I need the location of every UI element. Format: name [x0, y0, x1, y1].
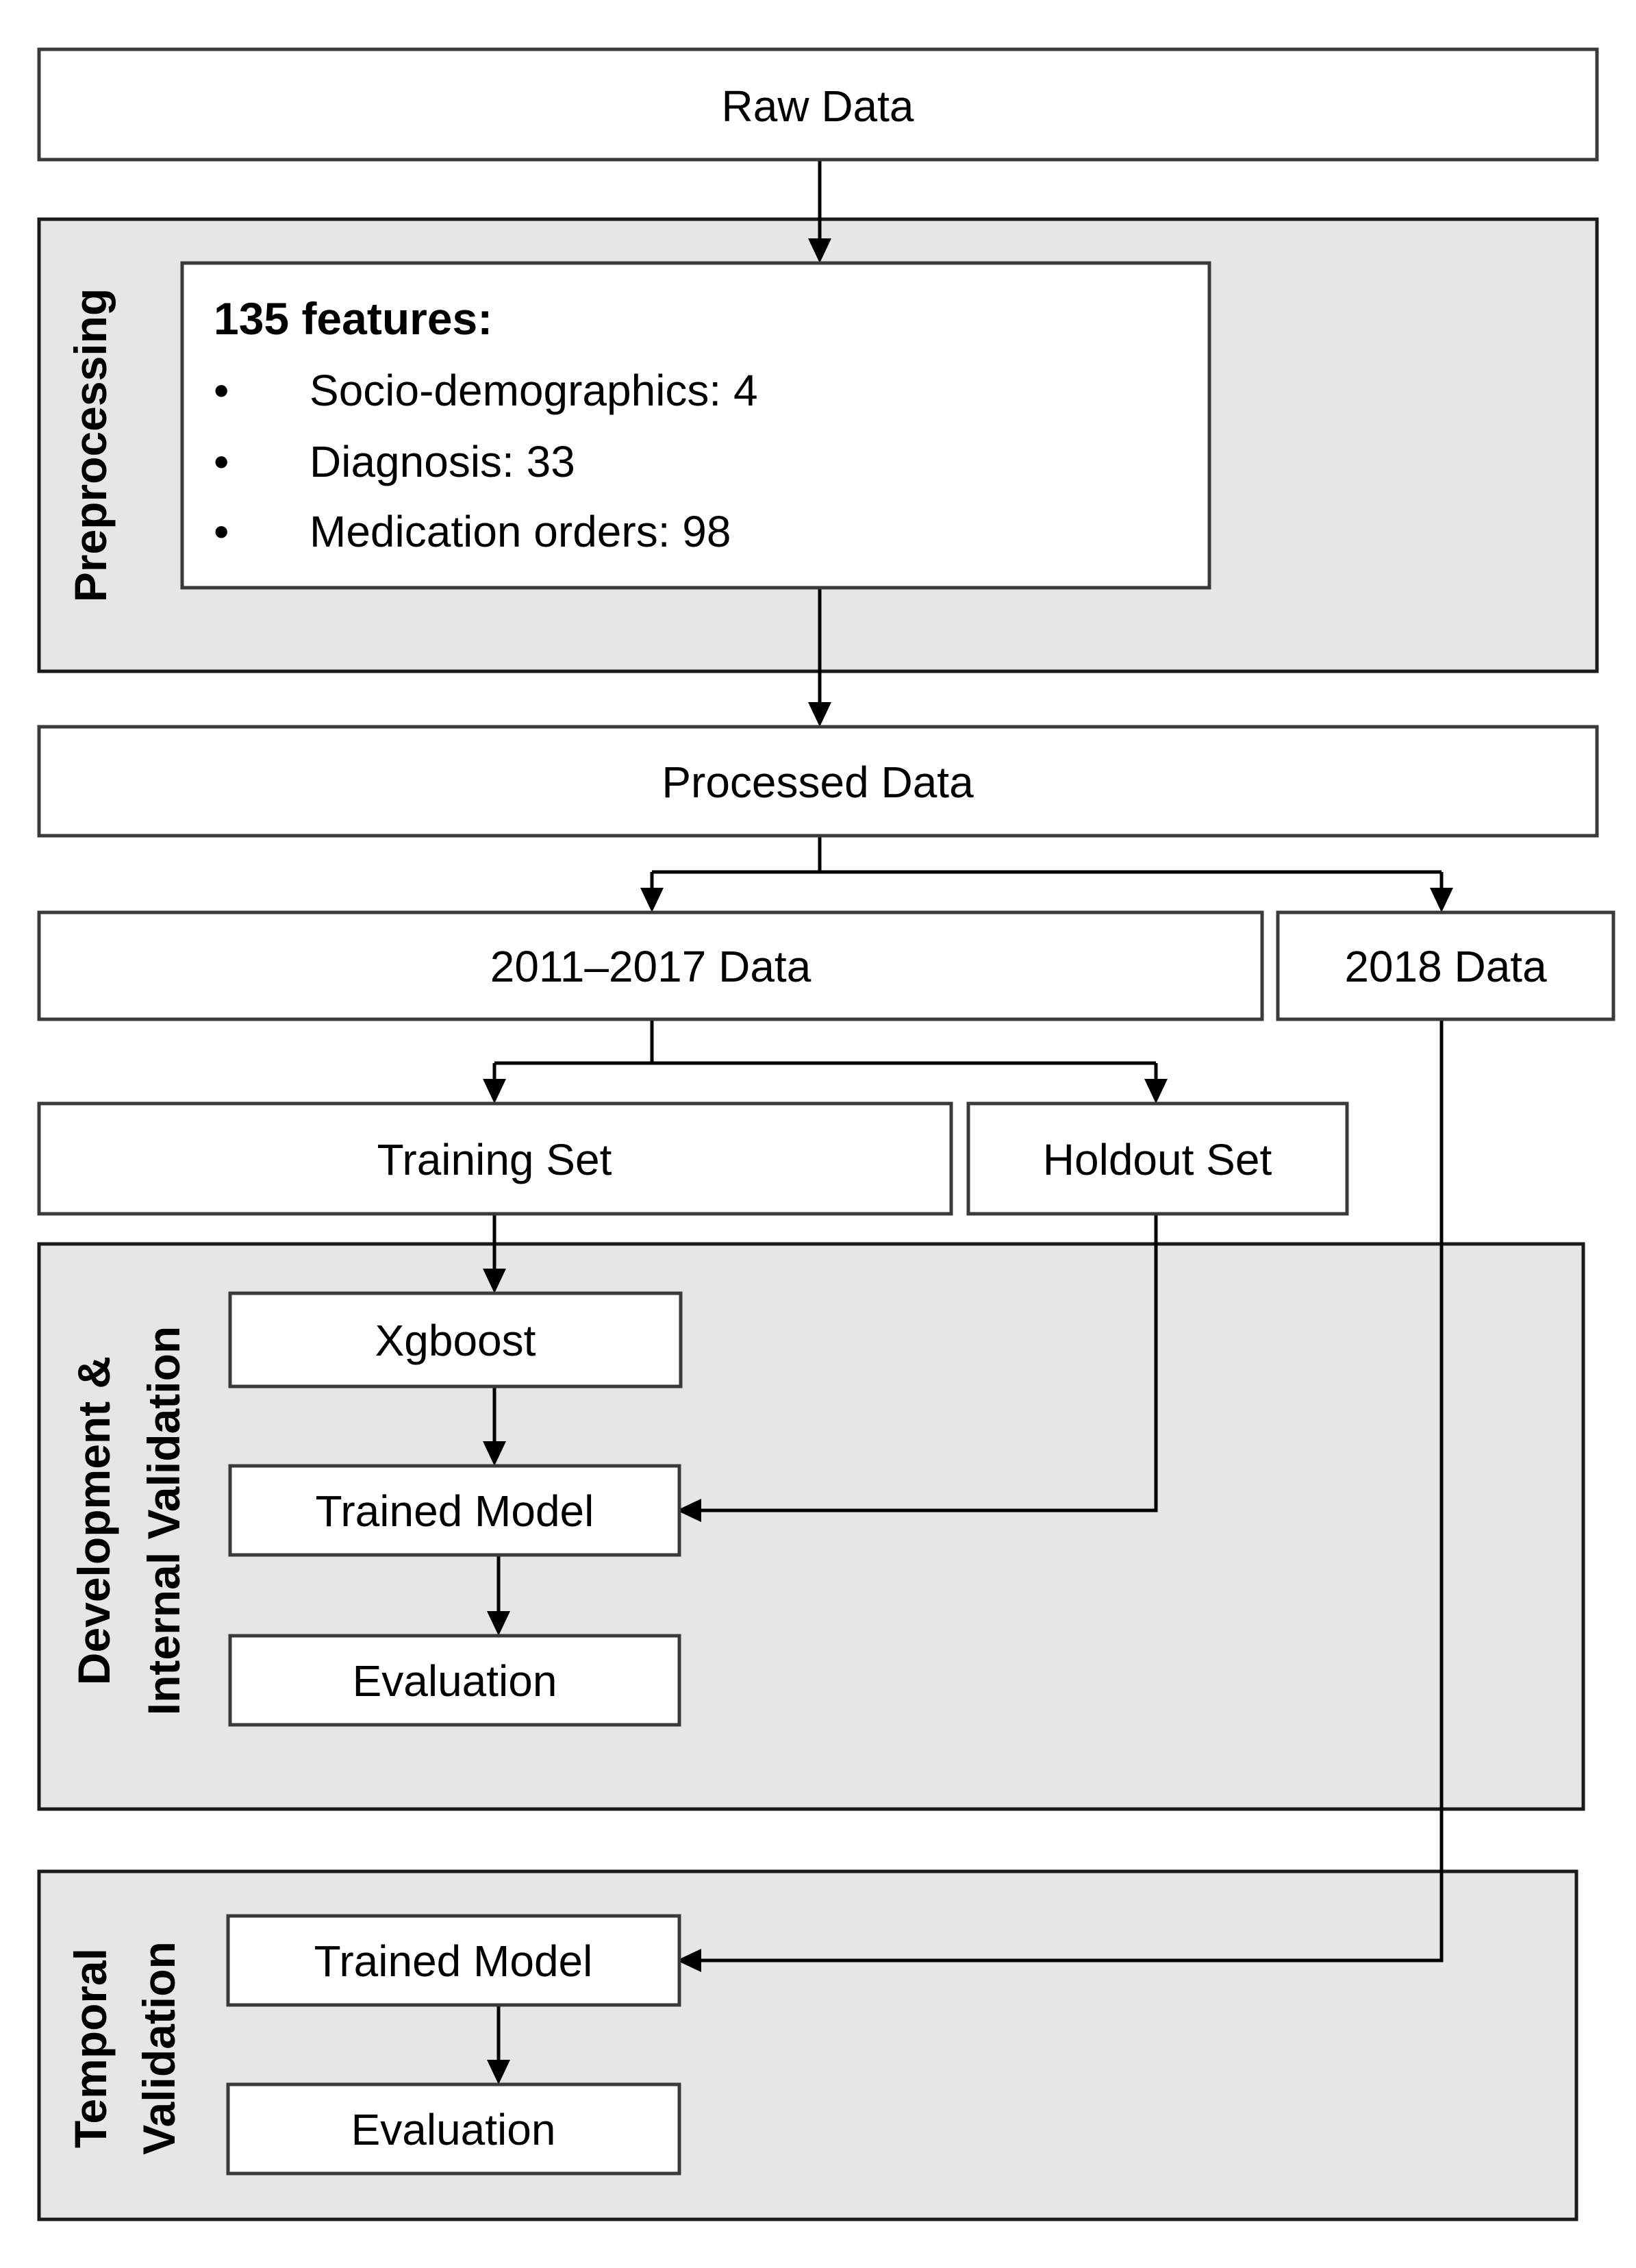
- connector-holdout-to-model: [701, 1214, 1158, 1512]
- raw-data-box: [37, 47, 1599, 162]
- svg-text:Preprocessing: Preprocessing: [65, 288, 116, 603]
- feature-diagnosis: Diagnosis: 33: [310, 437, 575, 486]
- evaluation-temporal-label: Evaluation: [351, 2105, 556, 2154]
- arrowhead: [677, 1499, 701, 1522]
- arrowhead: [1430, 888, 1453, 912]
- data-2011-2017-box: [37, 910, 1264, 1021]
- connector-2018-to-temporal-model: [701, 1019, 1444, 1962]
- trained-model-temporal-label: Trained Model: [314, 1936, 593, 1986]
- data-2018-box: [1276, 910, 1615, 1021]
- feature-bullet: •: [214, 437, 229, 486]
- arrowhead: [640, 888, 664, 912]
- svg-text:Internal Validation: Internal Validation: [138, 1326, 189, 1715]
- arrowhead: [487, 2060, 510, 2084]
- arrowhead: [487, 1611, 510, 1636]
- processed-data-box: [37, 725, 1599, 838]
- arrowhead: [483, 1269, 506, 1293]
- arrowhead: [808, 238, 831, 263]
- training-set-label: Training Set: [377, 1135, 612, 1184]
- connector-2011-split: [492, 1019, 1158, 1079]
- features-title: 135 features:: [214, 293, 492, 344]
- raw-data-label: Raw Data: [722, 82, 914, 131]
- trained-model-temporal-box: [226, 1914, 681, 2007]
- xgboost-box: [228, 1291, 683, 1388]
- connector-processed-split: [650, 836, 1444, 888]
- feature-socio-demographics: Socio-demographics: 4: [310, 366, 758, 415]
- development-label-line1: Development &: [68, 1356, 119, 1685]
- development-label-line2: Internal Validation: [138, 1326, 189, 1715]
- feature-bullet: •: [214, 366, 229, 415]
- arrowhead: [1144, 1079, 1168, 1104]
- connectors: [483, 161, 1453, 2084]
- temporal-label-line1: Temporal: [65, 1948, 116, 2148]
- svg-text:Temporal: Temporal: [65, 1948, 116, 2148]
- svg-text:Development &: Development &: [68, 1356, 119, 1685]
- arrowhead: [483, 1079, 506, 1104]
- trained-model-internal-label: Trained Model: [316, 1486, 594, 1536]
- evaluation-temporal-box: [226, 2082, 681, 2176]
- data-2018-label: 2018 Data: [1344, 942, 1547, 991]
- arrowhead: [483, 1441, 506, 1466]
- processed-data-label: Processed Data: [662, 758, 974, 807]
- holdout-set-box: [966, 1101, 1349, 1216]
- arrowhead: [808, 702, 831, 727]
- trained-model-internal-box: [228, 1464, 681, 1557]
- xgboost-label: Xgboost: [375, 1316, 536, 1365]
- holdout-set-label: Holdout Set: [1043, 1135, 1272, 1184]
- svg-text:Validation: Validation: [134, 1941, 184, 2155]
- feature-medication-orders: Medication orders: 98: [310, 507, 731, 556]
- training-set-box: [37, 1101, 953, 1216]
- temporal-label-line2: Validation: [134, 1941, 184, 2155]
- feature-bullet: •: [214, 507, 229, 556]
- features-box: [180, 261, 1211, 590]
- preprocessing-label: Preprocessing: [65, 288, 116, 603]
- data-2011-2017-label: 2011–2017 Data: [490, 942, 811, 991]
- arrowhead: [677, 1949, 701, 1972]
- evaluation-internal-box: [228, 1634, 681, 1727]
- evaluation-internal-label: Evaluation: [353, 1656, 557, 1706]
